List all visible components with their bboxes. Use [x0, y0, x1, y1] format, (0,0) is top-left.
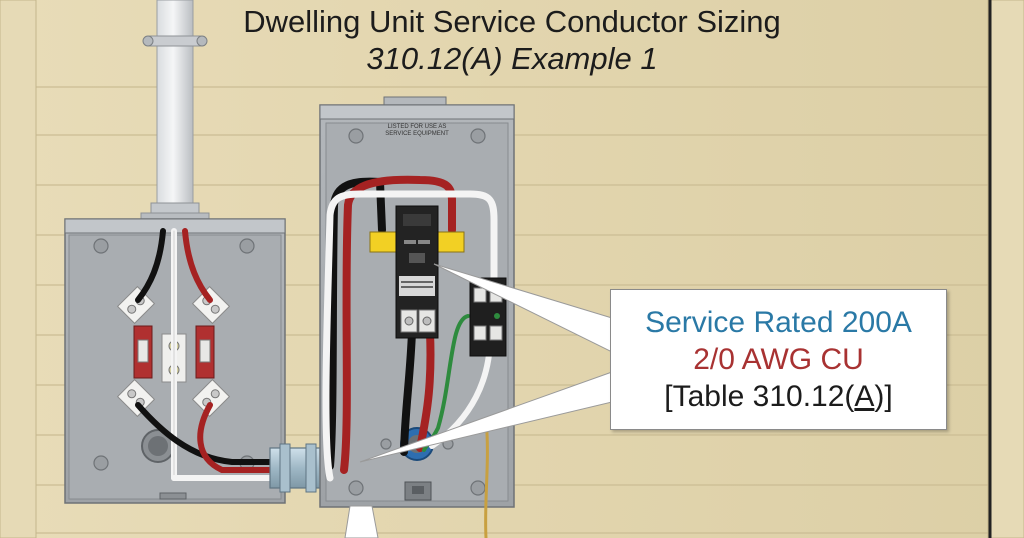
panel-label-line1: LISTED FOR USE AS	[388, 124, 447, 130]
conduit-nipple	[269, 443, 327, 493]
callout-box: Service Rated 200A 2/0 AWG CU [Table 310…	[610, 289, 947, 430]
diagram-subtitle: 310.12(A) Example 1	[366, 41, 658, 76]
panel-label-line2: SERVICE EQUIPMENT	[385, 131, 449, 137]
callout-ref-suffix: )]	[874, 380, 893, 413]
callout-rating: Service Rated 200A	[645, 306, 912, 339]
main-breaker	[369, 205, 465, 339]
callout-ref-underlined: A	[854, 380, 875, 413]
panel-wiring	[322, 175, 498, 538]
diagram-title: Dwelling Unit Service Conductor Sizing	[243, 4, 781, 39]
callout-conductor-size: 2/0 AWG CU	[693, 343, 864, 376]
callout-ref-prefix: [Table 310.12(	[664, 380, 855, 413]
meter-socket-wiring	[135, 228, 303, 481]
callout-table-reference: [Table 310.12(A)]	[664, 378, 892, 415]
service-mast-conduit	[140, 0, 210, 222]
panel-screws	[348, 128, 486, 496]
